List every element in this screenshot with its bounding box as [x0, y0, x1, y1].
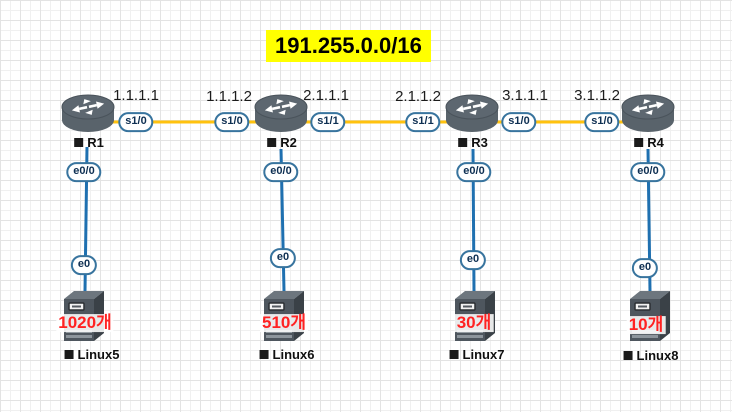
host-count-linux5: 1020개: [56, 313, 114, 333]
host-name: Linux8: [636, 348, 679, 363]
label-square-icon: [634, 138, 644, 147]
label-square-icon: [458, 138, 468, 147]
iface-pill-r2-e0-0: e0/0: [263, 162, 299, 182]
router-node-r2[interactable]: [254, 94, 308, 139]
ip-label-r4-s1-0: 3.1.1.2: [574, 87, 620, 104]
iface-pill-r1-e0-0: e0/0: [66, 162, 102, 182]
router-label-r2: R2: [267, 135, 297, 150]
host-label-linux8: Linux8: [623, 348, 679, 363]
host-name: Linux7: [462, 347, 505, 362]
iface-pill-r1-s1-0: s1/0: [118, 112, 154, 132]
router-label-r3: R3: [458, 135, 488, 150]
label-square-icon: [623, 351, 633, 360]
iface-pill-linux5-e0: e0: [70, 255, 98, 275]
host-count-linux7: 30개: [454, 313, 494, 333]
label-square-icon: [64, 350, 74, 359]
label-square-icon: [259, 350, 269, 359]
iface-pill-linux8-e0: e0: [631, 258, 659, 278]
label-square-icon: [449, 350, 459, 359]
iface-pill-r2-s1-0: s1/0: [214, 112, 250, 132]
router-name: R1: [87, 135, 104, 150]
router-icon: [61, 94, 115, 132]
iface-pill-r4-s1-0: s1/0: [584, 112, 620, 132]
router-name: R2: [280, 135, 297, 150]
iface-pill-r3-e0-0: e0/0: [456, 162, 492, 182]
iface-pill-linux6-e0: e0: [269, 248, 297, 268]
iface-pill-linux7-e0: e0: [459, 250, 487, 270]
ip-label-r3-s1-1: 2.1.1.2: [395, 88, 441, 105]
ip-label-r2-s1-0: 1.1.1.2: [206, 88, 252, 105]
host-count-linux6: 510개: [259, 313, 309, 333]
router-node-r3[interactable]: [445, 94, 499, 139]
router-icon: [445, 94, 499, 132]
ip-label-r1-s1-0: 1.1.1.1: [113, 87, 159, 104]
router-icon: [254, 94, 308, 132]
iface-pill-r4-e0-0: e0/0: [630, 162, 666, 182]
router-node-r4[interactable]: [621, 94, 675, 139]
router-icon: [621, 94, 675, 132]
router-label-r1: R1: [74, 135, 104, 150]
host-label-linux5: Linux5: [64, 347, 120, 362]
iface-pill-r3-s1-0: s1/0: [501, 112, 537, 132]
iface-pill-r3-s1-1: s1/1: [405, 112, 441, 132]
router-node-r1[interactable]: [61, 94, 115, 139]
host-label-linux6: Linux6: [259, 347, 315, 362]
host-label-linux7: Linux7: [449, 347, 505, 362]
ip-label-r2-s1-1: 2.1.1.1: [303, 87, 349, 104]
router-name: R3: [471, 135, 488, 150]
label-square-icon: [267, 138, 277, 147]
iface-pill-r2-s1-1: s1/1: [310, 112, 346, 132]
host-count-linux8: 10개: [626, 315, 666, 335]
host-name: Linux6: [272, 347, 315, 362]
subnet-title-note[interactable]: 191.255.0.0/16: [266, 30, 431, 62]
router-name: R4: [647, 135, 664, 150]
label-square-icon: [74, 138, 84, 147]
host-name: Linux5: [77, 347, 120, 362]
ip-label-r3-s1-0: 3.1.1.1: [502, 87, 548, 104]
router-label-r4: R4: [634, 135, 664, 150]
